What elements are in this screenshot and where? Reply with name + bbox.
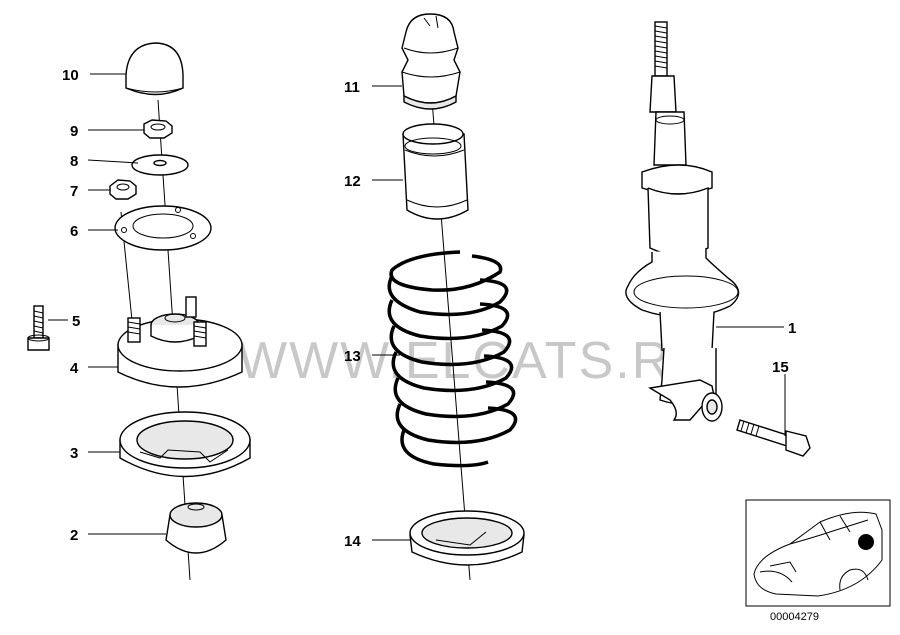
callout-15: 15: [772, 359, 789, 376]
callout-11: 11: [344, 79, 360, 96]
part-15-bolt[interactable]: [736, 419, 811, 457]
part-7-nut[interactable]: [109, 179, 137, 200]
callout-12: 12: [344, 173, 361, 190]
callout-14: 14: [344, 533, 361, 550]
part-13-spring[interactable]: [387, 250, 518, 468]
part-4-mount[interactable]: [117, 296, 243, 388]
callout-8: 8: [70, 153, 78, 170]
callout-5: 5: [72, 313, 80, 330]
vehicle-locator-thumbnail: [745, 499, 891, 607]
callout-1: 1: [788, 320, 796, 337]
car-outline-icon: [753, 511, 883, 597]
part-2-cup[interactable]: [165, 502, 227, 554]
callout-7: 7: [70, 183, 78, 200]
part-3-ring[interactable]: [119, 411, 251, 478]
callout-4: 4: [70, 360, 79, 377]
location-marker-icon: [858, 534, 874, 550]
part-10-cap[interactable]: [125, 42, 184, 96]
callout-13: 13: [344, 348, 361, 365]
part-9-nut[interactable]: [143, 119, 173, 139]
callout-10: 10: [62, 67, 79, 84]
reference-number: 00004279: [770, 611, 819, 623]
part-11-bump-stop[interactable]: [401, 13, 461, 110]
part-6-plate[interactable]: [114, 205, 212, 251]
part-12-boot[interactable]: [402, 123, 469, 220]
part-14-spring-pad[interactable]: [409, 510, 525, 566]
part-1-shock-absorber[interactable]: [625, 21, 740, 422]
part-8-washer[interactable]: [131, 154, 189, 176]
callout-6: 6: [70, 223, 78, 240]
leader-lines: [48, 73, 786, 541]
callout-3: 3: [70, 445, 78, 462]
callout-2: 2: [70, 527, 78, 544]
part-5-bolt[interactable]: [27, 305, 50, 351]
callout-9: 9: [70, 123, 78, 140]
